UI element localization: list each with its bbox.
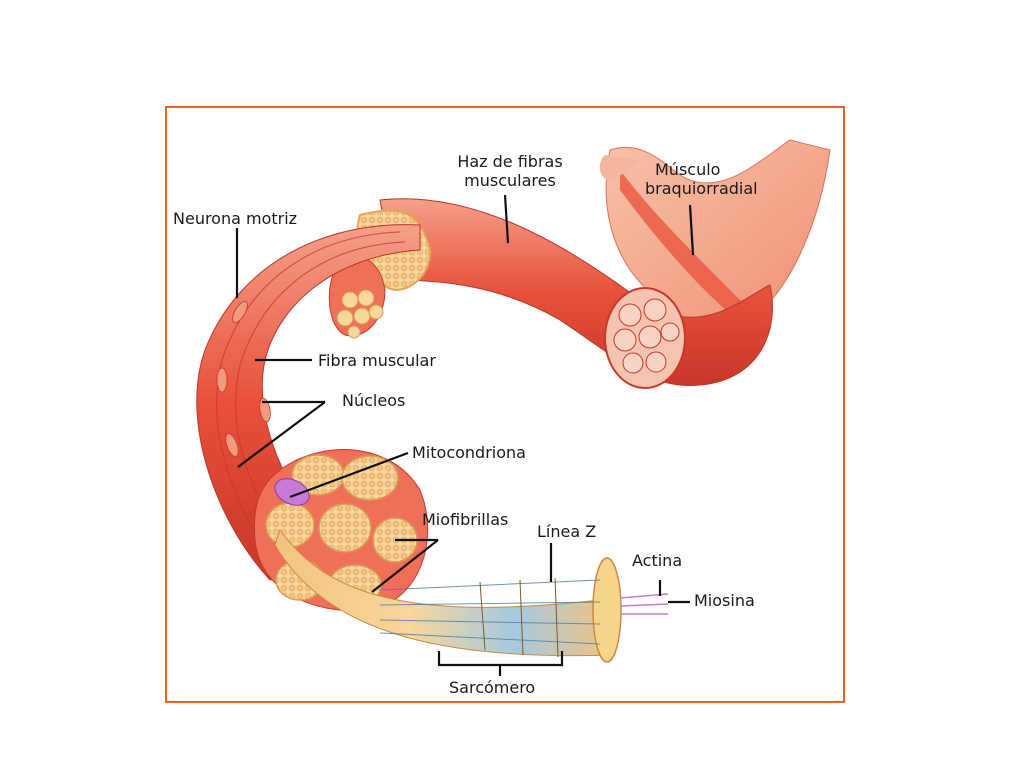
label-neurona-motriz: Neurona motriz [173,209,298,228]
muscle-bundle-illustration [379,198,773,389]
label-musculo-line1: Músculo [655,160,721,179]
label-haz-line2: musculares [464,171,556,190]
myofibril-cone-illustration [274,528,669,663]
arm-illustration [599,139,831,328]
label-miosina: Miosina [694,591,755,610]
label-musculo-braquiorradial: Músculo braquiorradial [645,160,758,198]
label-sarcomero: Sarcómero [449,678,536,697]
label-actina: Actina [632,551,683,570]
leader-lines [235,194,695,676]
label-haz-de-fibras: Haz de fibras musculares [440,152,580,190]
label-mitocondriona: Mitocondriona [412,443,526,462]
label-nucleos: Núcleos [342,391,406,410]
label-haz-line1: Haz de fibras [457,152,563,171]
muscle-fiber-illustration [196,224,421,581]
label-miofibrillas: Miofibrillas [422,510,509,529]
label-fibra-muscular: Fibra muscular [318,351,436,370]
label-linea-z: Línea Z [537,522,597,541]
diagram-frame [165,106,845,703]
label-musculo-line2: braquiorradial [645,179,758,198]
